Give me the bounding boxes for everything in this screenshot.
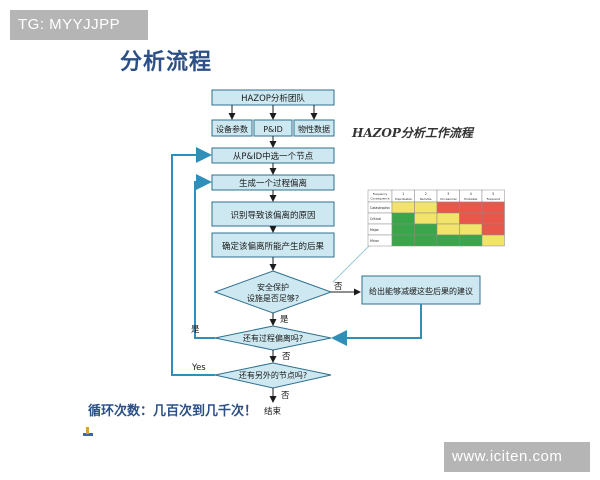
node-recommendation-label: 给出能够减缓这些后果的建议 bbox=[369, 286, 473, 296]
matrix-col-label: Improbable bbox=[395, 197, 412, 201]
node-property-data-label: 物性数据 bbox=[298, 124, 330, 134]
node-determine-consequences-label: 确定该偏离所能产生的后果 bbox=[222, 241, 325, 252]
page-heading: 分析流程 bbox=[120, 49, 213, 75]
matrix-cell bbox=[414, 201, 438, 214]
matrix-col-num: 1 bbox=[402, 192, 404, 196]
node-identify-causes: 识别导致该偏离的原因 bbox=[211, 201, 335, 227]
matrix-cell bbox=[481, 201, 505, 214]
node-generate-deviation: 生成一个过程偏离 bbox=[211, 174, 335, 191]
decision-safeguard: 安全保护 设施是否足够? bbox=[213, 270, 333, 314]
matrix-row-label: Major bbox=[370, 228, 380, 232]
matrix-cell bbox=[391, 201, 415, 214]
node-equipment-params: 设备参数 bbox=[211, 119, 253, 137]
node-team-label: HAZOP分析团队 bbox=[241, 93, 305, 104]
label-deviation-no: 否 bbox=[282, 352, 291, 362]
node-end: 结束 bbox=[264, 406, 282, 417]
label-safeguard-no: 否 bbox=[334, 282, 343, 292]
label-node-yes: Yes bbox=[191, 363, 206, 373]
matrix-cell bbox=[414, 223, 438, 236]
matrix-cell bbox=[481, 234, 505, 247]
matrix-col-label: Remote bbox=[420, 197, 432, 201]
node-generate-deviation-label: 生成一个过程偏离 bbox=[239, 178, 307, 189]
matrix-row-label: Minor bbox=[370, 239, 380, 243]
matrix-connector bbox=[332, 242, 373, 283]
matrix-cell bbox=[459, 212, 483, 225]
matrix-row-label: Catastrophic bbox=[370, 206, 390, 210]
matrix-cell bbox=[481, 212, 505, 225]
node-recommendation: 给出能够减缓这些后果的建议 bbox=[361, 275, 481, 305]
watermark-top-left: TG: MYYJJPP bbox=[10, 10, 148, 40]
matrix-col-num: 5 bbox=[492, 192, 494, 196]
matrix-cell bbox=[459, 201, 483, 214]
matrix-cell bbox=[459, 223, 483, 236]
matrix-cell bbox=[391, 212, 415, 225]
decision-more-deviations-label: 还有过程偏离吗? bbox=[243, 333, 303, 343]
matrix-cell bbox=[391, 223, 415, 236]
flowchart-title: HAZOP分析工作流程 bbox=[352, 126, 473, 140]
node-property-data: 物性数据 bbox=[293, 119, 335, 137]
watermark-bottom-right: www.iciten.com bbox=[444, 442, 590, 472]
node-equipment-params-label: 设备参数 bbox=[216, 124, 248, 134]
matrix-cell bbox=[436, 212, 460, 225]
matrix-col-label: Probable bbox=[464, 197, 477, 201]
slide-icon bbox=[83, 427, 93, 436]
matrix-cell bbox=[459, 234, 483, 247]
matrix-cell bbox=[414, 212, 438, 225]
main-connectors bbox=[228, 105, 361, 403]
decision-more-nodes-label: 还有另外的节点吗? bbox=[239, 370, 307, 380]
node-select-node: 从P&ID中选一个节点 bbox=[211, 147, 335, 164]
node-team: HAZOP分析团队 bbox=[211, 89, 335, 106]
matrix-cell bbox=[481, 223, 505, 236]
decision-safeguard-line1: 安全保护 bbox=[257, 282, 289, 292]
matrix-cell bbox=[391, 234, 415, 247]
label-deviation-yes: 是 bbox=[191, 325, 200, 335]
matrix-row-label: Critical bbox=[370, 217, 381, 221]
matrix-cell bbox=[414, 234, 438, 247]
node-select-node-label: 从P&ID中选一个节点 bbox=[233, 151, 314, 162]
node-determine-consequences: 确定该偏离所能产生的后果 bbox=[211, 232, 335, 258]
label-safeguard-yes: 是 bbox=[280, 315, 289, 325]
matrix-col-num: 2 bbox=[425, 192, 427, 196]
matrix-cell bbox=[436, 201, 460, 214]
matrix-corner-label: Frequency bbox=[373, 192, 388, 196]
node-identify-causes-label: 识别导致该偏离的原因 bbox=[230, 210, 315, 221]
matrix-col-label: Occasional bbox=[440, 197, 456, 201]
matrix-col-num: 4 bbox=[470, 192, 472, 196]
matrix-col-num: 3 bbox=[447, 192, 449, 196]
matrix-cell bbox=[436, 223, 460, 236]
loop-arrows bbox=[171, 147, 422, 376]
node-pid: P&ID bbox=[253, 119, 293, 137]
node-pid-label: P&ID bbox=[263, 125, 283, 134]
matrix-col-label: Frequent bbox=[487, 197, 501, 201]
decision-safeguard-line2: 设施是否足够? bbox=[247, 293, 299, 303]
decision-more-deviations: 还有过程偏离吗? bbox=[214, 325, 332, 351]
matrix-cell bbox=[436, 234, 460, 247]
label-node-no: 否 bbox=[281, 391, 290, 401]
matrix-corner-label-2: Consequence bbox=[371, 197, 390, 201]
decision-more-nodes: 还有另外的节点吗? bbox=[214, 362, 332, 389]
loop-count-note: 循环次数：几百次到几千次！ bbox=[88, 404, 258, 419]
